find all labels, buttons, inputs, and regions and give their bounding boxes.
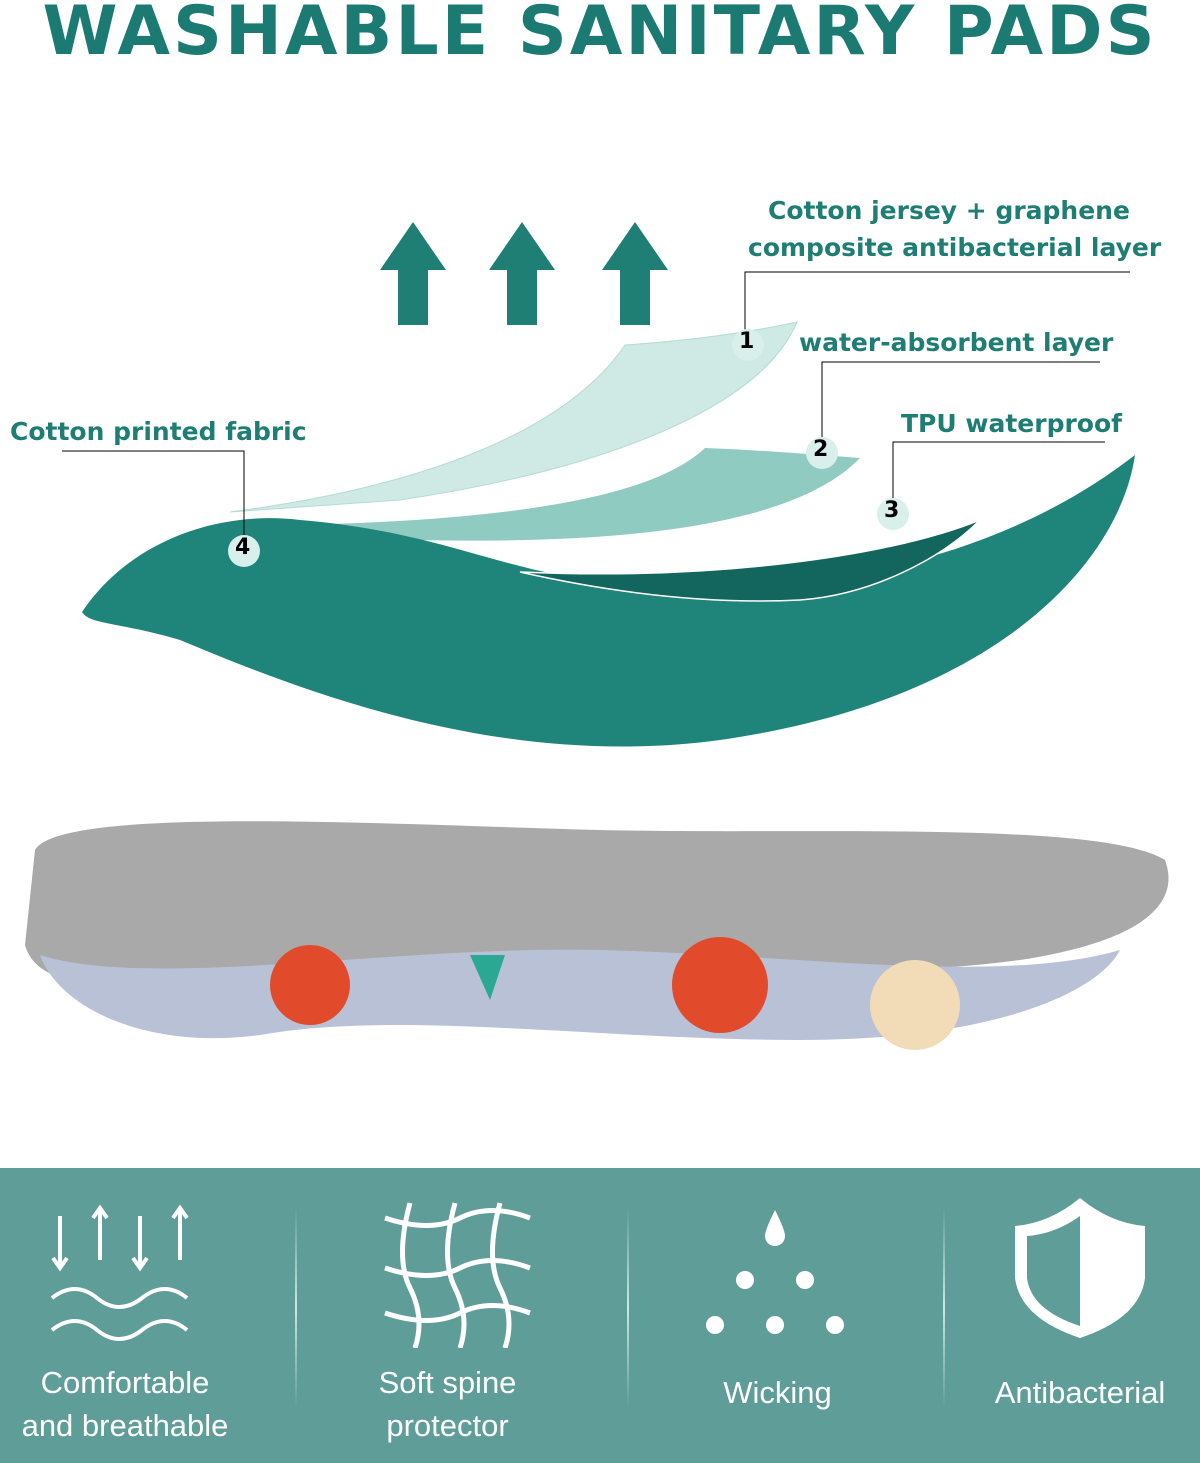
layer-4-shape: [82, 455, 1135, 747]
badge-4: [228, 535, 260, 567]
badge-3-number: 3: [884, 498, 900, 523]
up-arrows-icon: [380, 222, 668, 325]
feature-antibacterial: Antibacterial: [975, 1168, 1185, 1463]
page-title: WASHABLE SANITARY PADS: [42, 0, 1158, 71]
layer-3-shape: [519, 519, 981, 602]
droplet-dots-icon: [706, 1210, 844, 1334]
feature-label-line1: Soft spine: [378, 1365, 517, 1400]
feature-label: Antibacterial: [994, 1375, 1166, 1410]
badge-2-number: 2: [813, 437, 829, 462]
layer-1-label-line2: composite antibacterial layer: [748, 233, 1162, 262]
badge-2: [806, 437, 838, 469]
breathable-arrows-waves-icon: [50, 1204, 189, 1341]
layer-4-label: Cotton printed fabric: [10, 417, 307, 446]
layer-1-label-line1: Cotton jersey + graphene: [768, 196, 1130, 225]
feature-label-line1: Comfortable: [40, 1365, 210, 1400]
layer-1-shape: [229, 321, 798, 513]
feature-wicking: Wicking: [680, 1168, 875, 1463]
divider: [295, 1208, 297, 1408]
feature-label: Wicking: [723, 1375, 832, 1410]
divider: [943, 1208, 945, 1408]
feature-soft-spine: Soft spine protector: [330, 1168, 565, 1463]
badge-1: [732, 329, 764, 361]
badge-1-number: 1: [739, 329, 755, 354]
feature-label-line2: protector: [386, 1408, 509, 1443]
fiber-mesh-icon: [384, 1202, 531, 1348]
badge-3: [877, 498, 909, 530]
layer-3-label: TPU waterproof: [901, 409, 1123, 438]
layer-diagram: [25, 222, 1169, 1050]
shield-icon: [1015, 1198, 1145, 1338]
layer-2-shape: [300, 448, 860, 541]
divider: [627, 1208, 629, 1408]
features-panel: Comfortable and breathable Soft spine pr…: [0, 1168, 1200, 1463]
leader-lines: [62, 271, 1130, 540]
pad-photo: [25, 821, 1169, 1050]
badge-4-number: 4: [235, 535, 251, 560]
layer-2-label: water-absorbent layer: [799, 328, 1114, 357]
feature-breathable: Comfortable and breathable: [0, 1168, 250, 1463]
feature-label-line2: and breathable: [21, 1408, 229, 1443]
